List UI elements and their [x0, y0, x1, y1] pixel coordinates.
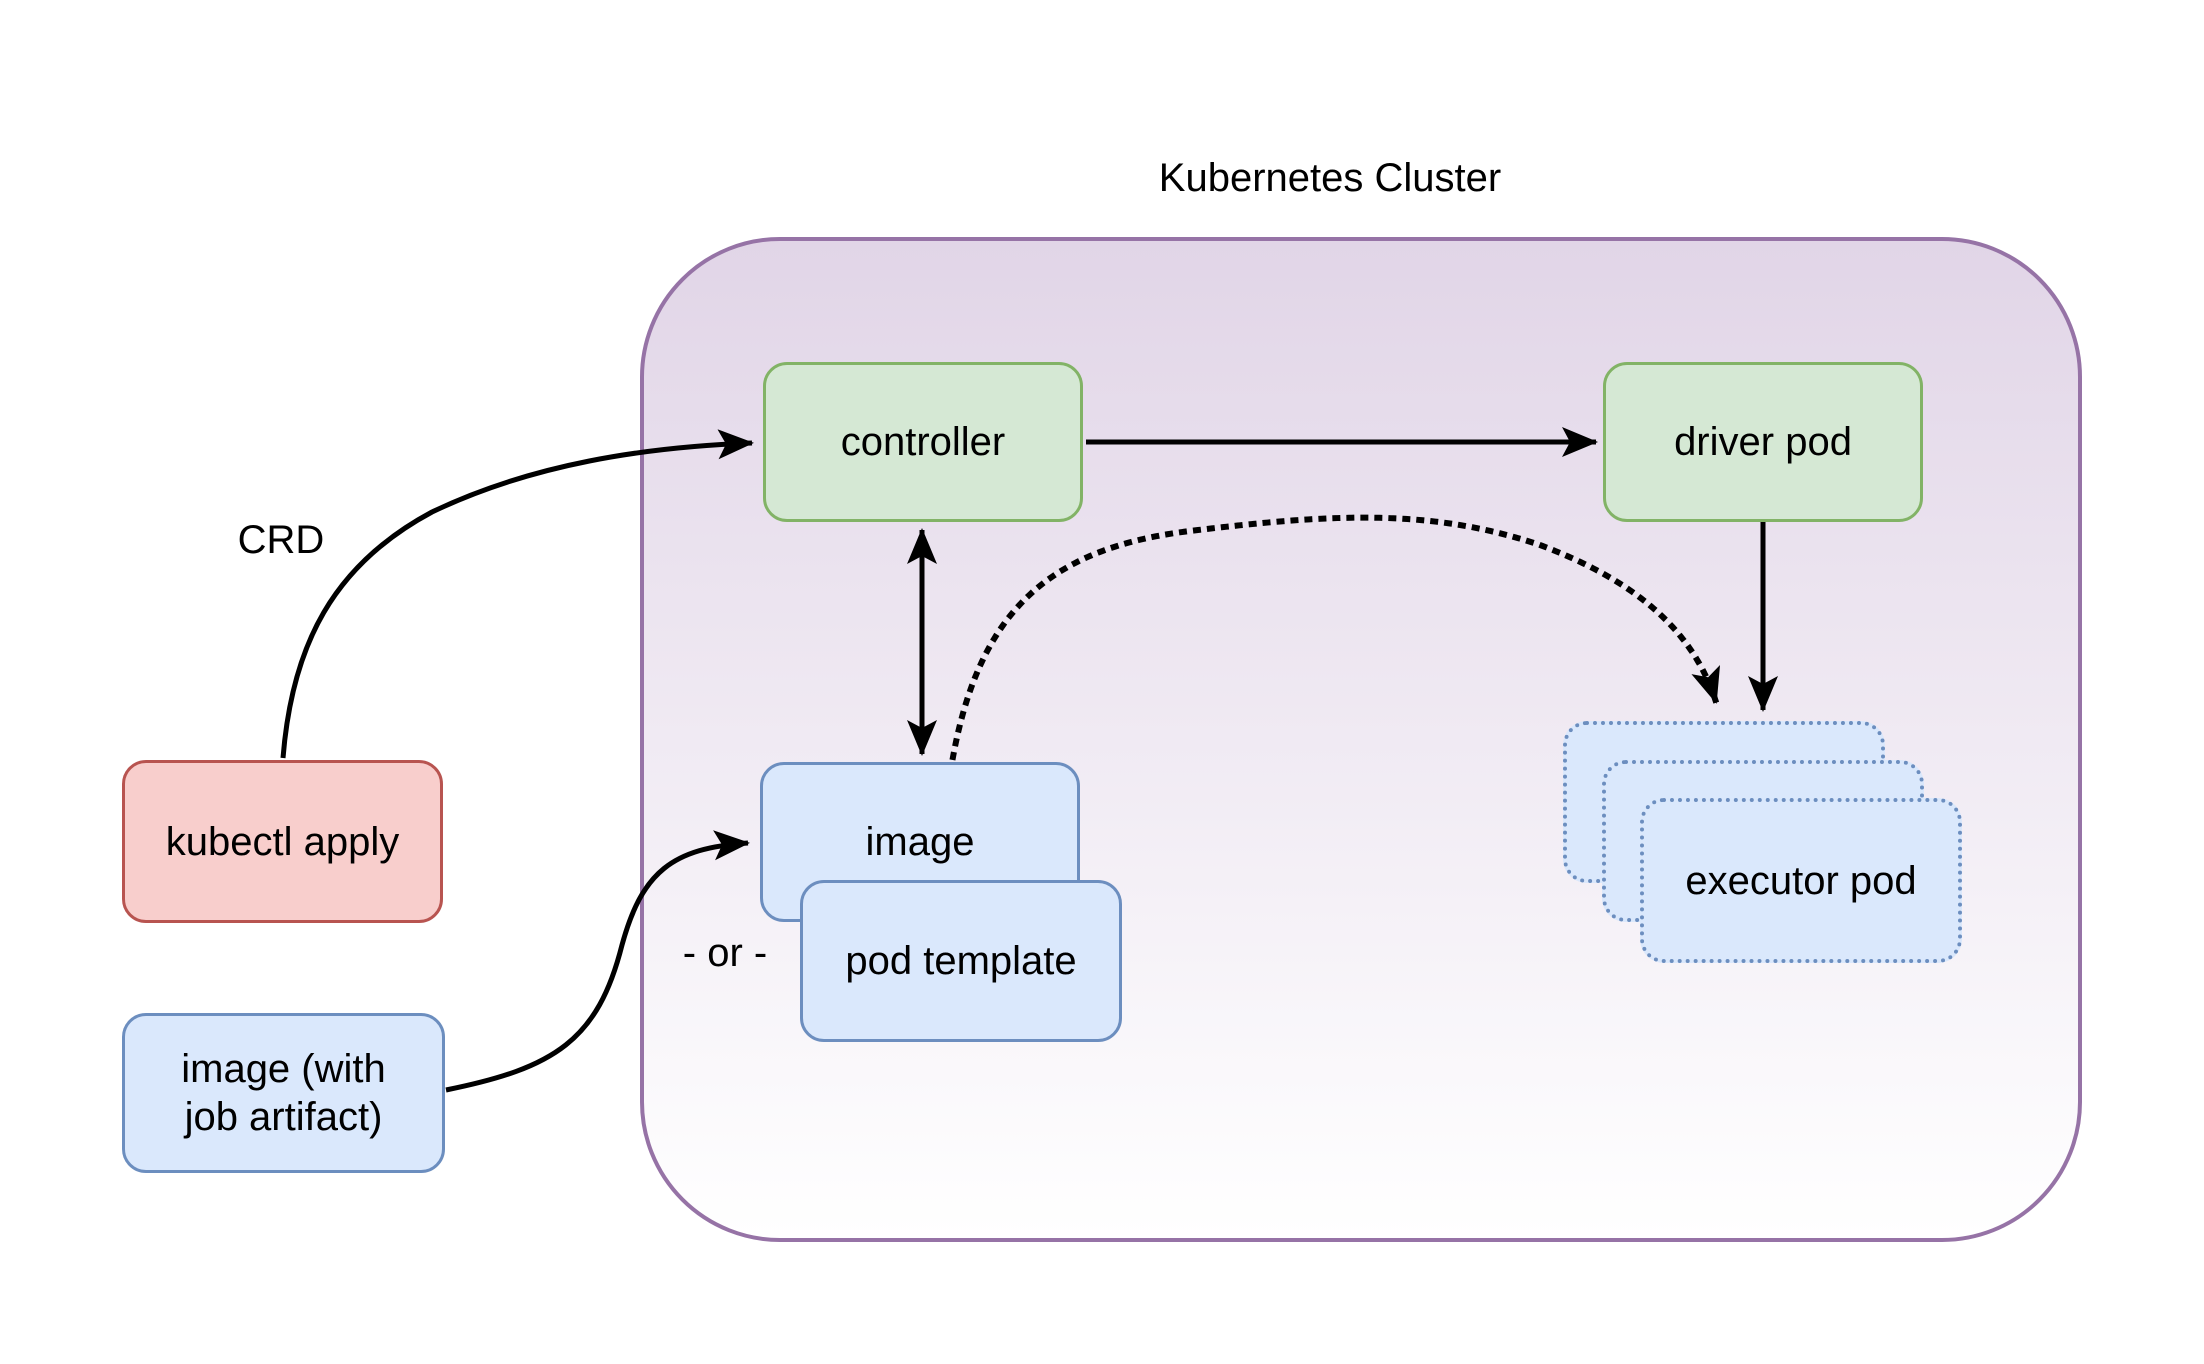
kubectl-apply-label: kubectl apply: [165, 819, 400, 864]
driver-pod-node: driver pod: [1603, 362, 1923, 522]
image-label: image: [865, 820, 975, 864]
artifact-label-line2: job artifact): [184, 1095, 383, 1139]
controller-label: controller: [840, 420, 1006, 464]
image-with-job-artifact-label: image (with job artifact): [181, 1045, 386, 1141]
kubectl-apply-node: kubectl apply: [122, 760, 443, 923]
diagram-title: Kubernetes Cluster: [1158, 156, 1502, 200]
pod-template-node: pod template: [800, 880, 1122, 1042]
controller-node: controller: [763, 362, 1083, 522]
pod-template-label: pod template: [845, 939, 1077, 983]
artifact-label-line1: image (with: [181, 1047, 386, 1091]
crd-edge-label: CRD: [237, 518, 325, 562]
image-with-job-artifact-node: image (with job artifact): [122, 1013, 445, 1173]
or-label: - or -: [682, 931, 768, 975]
driver-pod-label: driver pod: [1674, 420, 1852, 464]
executor-pod-label: executor pod: [1685, 858, 1917, 903]
executor-pod-node-front: executor pod: [1640, 798, 1962, 963]
